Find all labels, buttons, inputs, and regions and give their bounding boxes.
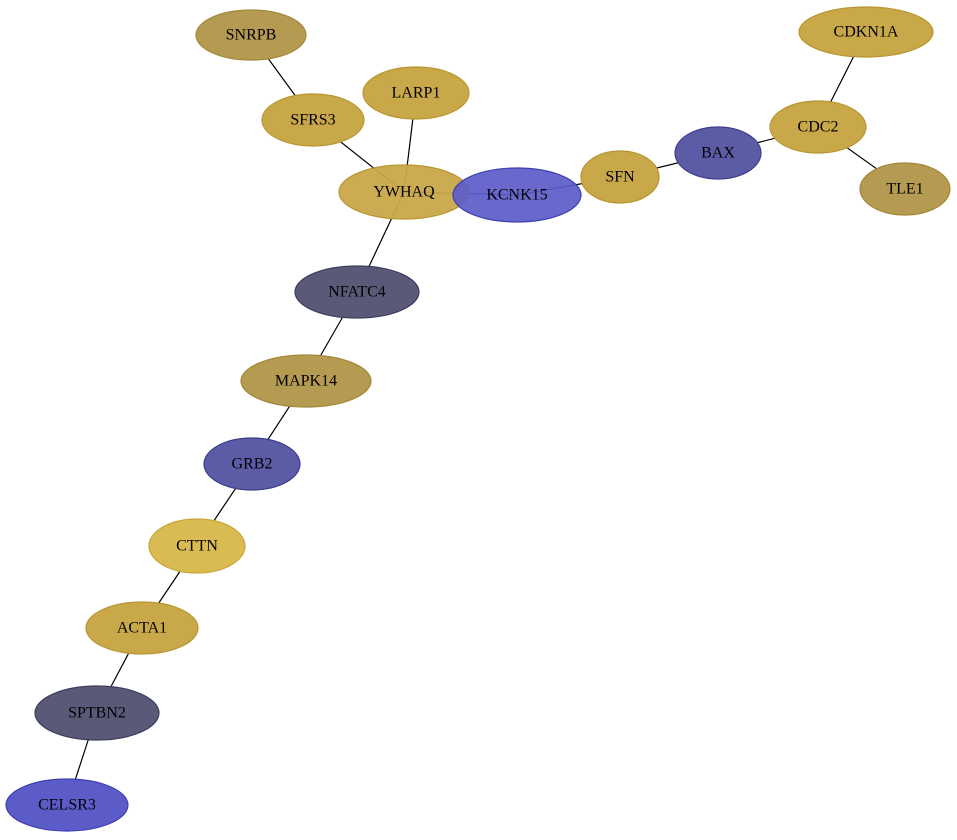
node-sfrs3[interactable]: SFRS3 <box>261 93 365 147</box>
node-label: GRB2 <box>232 456 273 473</box>
node-label: CDKN1A <box>834 24 899 41</box>
edges-layer <box>66 31 906 806</box>
node-label: SFN <box>605 169 635 186</box>
node-ellipse <box>85 601 199 655</box>
node-ellipse <box>5 778 129 832</box>
node-label: CTTN <box>176 538 218 555</box>
node-ellipse <box>859 162 951 216</box>
node-ellipse <box>798 6 934 58</box>
node-label: KCNK15 <box>486 187 547 204</box>
node-sfn[interactable]: SFN <box>580 150 660 204</box>
node-label: CELSR3 <box>38 797 96 814</box>
node-ywhaq[interactable]: YWHAQ <box>338 164 470 220</box>
node-ellipse <box>294 265 420 319</box>
node-label: SNRPB <box>226 27 277 44</box>
node-ellipse <box>261 93 365 147</box>
node-ellipse <box>240 354 372 408</box>
node-ellipse <box>674 126 762 180</box>
node-sptbn2[interactable]: SPTBN2 <box>34 685 160 741</box>
node-grb2[interactable]: GRB2 <box>203 437 301 491</box>
node-bax[interactable]: BAX <box>674 126 762 180</box>
node-label: LARP1 <box>392 85 441 102</box>
node-larp1[interactable]: LARP1 <box>362 66 470 120</box>
node-celsr3[interactable]: CELSR3 <box>5 778 129 832</box>
node-ellipse <box>362 66 470 120</box>
node-label: SFRS3 <box>290 112 335 129</box>
node-ellipse <box>769 100 867 154</box>
node-label: TLE1 <box>886 181 923 198</box>
node-nfatc4[interactable]: NFATC4 <box>294 265 420 319</box>
node-ellipse <box>195 9 307 61</box>
node-cdc2[interactable]: CDC2 <box>769 100 867 154</box>
node-snrpb[interactable]: SNRPB <box>195 9 307 61</box>
node-ellipse <box>148 518 246 574</box>
node-label: SPTBN2 <box>68 705 126 722</box>
node-label: MAPK14 <box>275 373 337 390</box>
node-label: BAX <box>701 145 735 162</box>
node-label: YWHAQ <box>373 184 435 201</box>
node-mapk14[interactable]: MAPK14 <box>240 354 372 408</box>
node-ellipse <box>580 150 660 204</box>
node-cdkn1a[interactable]: CDKN1A <box>798 6 934 58</box>
node-ellipse <box>203 437 301 491</box>
node-cttn[interactable]: CTTN <box>148 518 246 574</box>
node-ellipse <box>452 167 582 223</box>
node-kcnk15[interactable]: KCNK15 <box>452 167 582 223</box>
node-tle1[interactable]: TLE1 <box>859 162 951 216</box>
node-acta1[interactable]: ACTA1 <box>85 601 199 655</box>
node-label: NFATC4 <box>328 284 386 301</box>
node-ellipse <box>34 685 160 741</box>
node-label: CDC2 <box>798 119 839 136</box>
node-label: ACTA1 <box>117 620 167 637</box>
